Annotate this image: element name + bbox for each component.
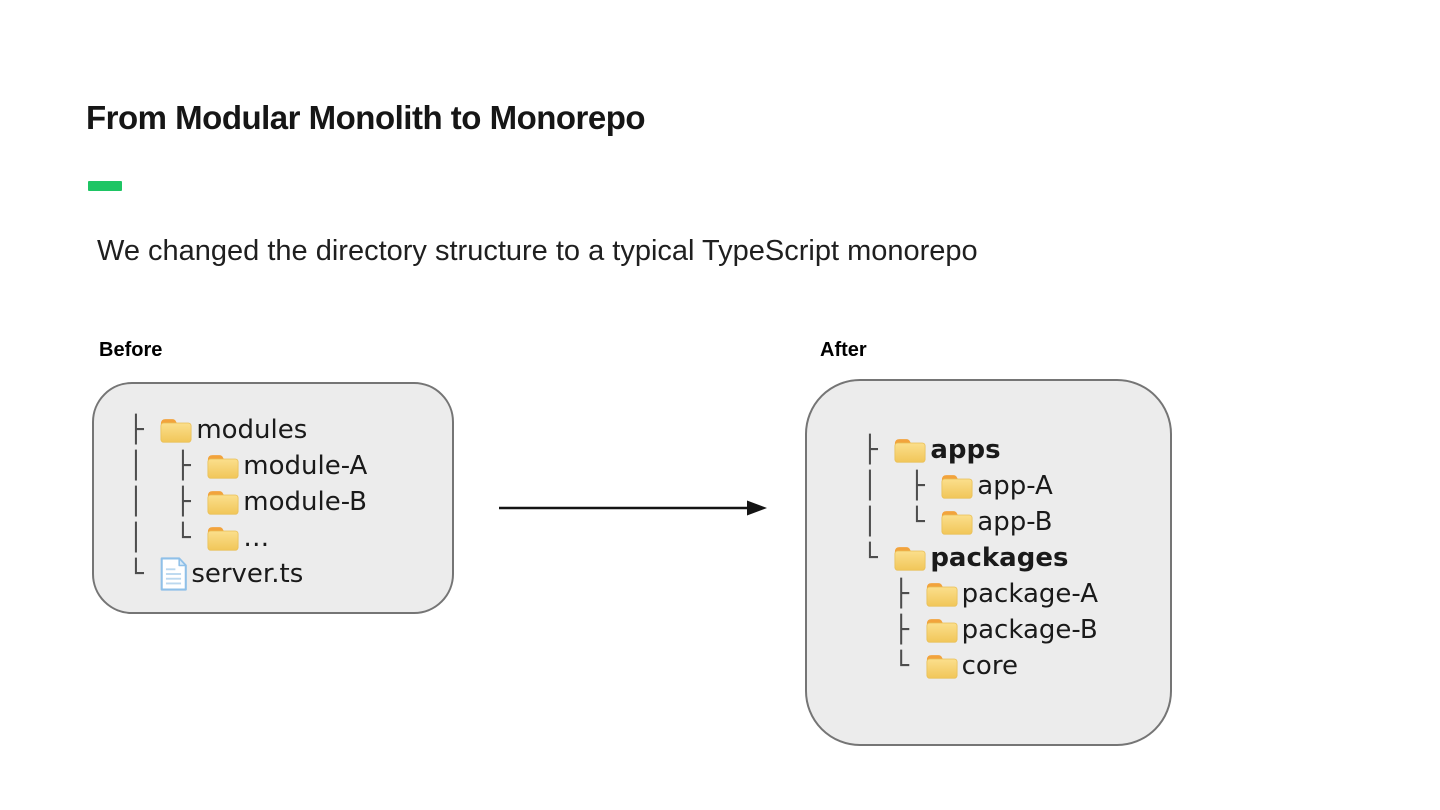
folder-icon — [893, 545, 927, 572]
tree-item-label: apps — [930, 435, 1001, 465]
tree-row: └ packages — [862, 540, 1170, 576]
tree-row: │ ├ module-B — [128, 484, 452, 520]
tree-item-label: modules — [196, 415, 308, 445]
tree-item-label: package-A — [961, 579, 1098, 609]
folder-icon — [206, 453, 240, 480]
tree-item-label: core — [961, 651, 1018, 681]
tree-row: ├ package-B — [862, 612, 1170, 648]
folder-icon — [925, 617, 959, 644]
tree-row: │ ├ module-A — [128, 448, 452, 484]
folder-icon — [940, 473, 974, 500]
transition-arrow — [499, 500, 767, 516]
slide-subtitle: We changed the directory structure to a … — [97, 235, 978, 267]
after-label: After — [820, 339, 867, 361]
tree-row: └ core — [862, 648, 1170, 684]
before-tree: ├ modules│ ├ module-A│ ├ module-B│ └ …└ … — [128, 412, 452, 592]
tree-connector: ├ — [862, 579, 925, 609]
tree-connector: │ ├ — [128, 451, 207, 481]
tree-row: ├ modules — [128, 412, 452, 448]
tree-item-label: app-B — [977, 507, 1053, 537]
tree-connector: │ ├ — [862, 471, 941, 501]
folder-icon — [925, 581, 959, 608]
tree-item-label: package-B — [961, 615, 1098, 645]
tree-connector: │ └ — [128, 523, 207, 553]
tree-row: │ └ app-B — [862, 504, 1170, 540]
before-label: Before — [99, 339, 163, 361]
tree-connector: └ — [862, 651, 925, 681]
tree-row: ├ package-A — [862, 576, 1170, 612]
tree-connector: └ — [128, 559, 160, 589]
tree-row: │ └ … — [128, 520, 452, 556]
tree-connector: ├ — [862, 615, 925, 645]
folder-icon — [925, 653, 959, 680]
tree-item-label: packages — [930, 543, 1069, 573]
file-icon — [159, 557, 188, 591]
folder-icon — [940, 509, 974, 536]
folder-icon — [206, 525, 240, 552]
tree-connector: ├ — [128, 415, 160, 445]
folder-icon — [159, 417, 193, 444]
tree-item-label: … — [243, 523, 270, 553]
tree-row: └ server.ts — [128, 556, 452, 592]
before-panel: ├ modules│ ├ module-A│ ├ module-B│ └ …└ … — [92, 382, 454, 614]
after-tree: ├ apps│ ├ app-A│ └ app-B└ packages ├ pac… — [862, 432, 1170, 684]
tree-connector: ├ — [862, 435, 894, 465]
after-panel: ├ apps│ ├ app-A│ └ app-B└ packages ├ pac… — [805, 379, 1172, 746]
tree-item-label: app-A — [977, 471, 1053, 501]
tree-row: ├ apps — [862, 432, 1170, 468]
tree-row: │ ├ app-A — [862, 468, 1170, 504]
slide-title: From Modular Monolith to Monorepo — [86, 99, 646, 136]
tree-connector: └ — [862, 543, 894, 573]
folder-icon — [893, 437, 927, 464]
tree-connector: │ ├ — [128, 487, 207, 517]
tree-item-label: server.ts — [191, 559, 304, 589]
tree-item-label: module-B — [243, 487, 368, 517]
accent-bar — [88, 181, 122, 191]
tree-item-label: module-A — [243, 451, 368, 481]
tree-connector: │ └ — [862, 507, 941, 537]
folder-icon — [206, 489, 240, 516]
